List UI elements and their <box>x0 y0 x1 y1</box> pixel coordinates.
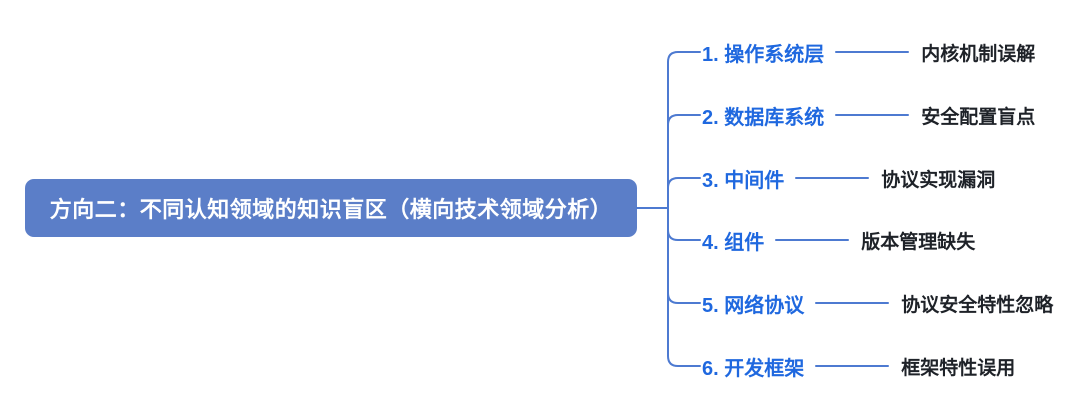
mindmap-root-node[interactable]: 方向二：不同认知领域的知识盲区（横向技术领域分析） <box>25 179 637 237</box>
branch-topic-operating-system[interactable]: 1. 操作系统层 <box>702 43 825 66</box>
branch-child-connector <box>795 177 870 179</box>
child-topic-version-management-missing[interactable]: 版本管理缺失 <box>861 231 976 253</box>
branch-row-network-protocol: 5. 网络协议 协议安全特性忽略 <box>702 289 1053 317</box>
branch-child-connector <box>775 239 850 241</box>
branch-topic-components[interactable]: 4. 组件 <box>702 231 765 254</box>
branch-row-components: 4. 组件 版本管理缺失 <box>702 226 975 254</box>
child-topic-protocol-security-ignored[interactable]: 协议安全特性忽略 <box>901 294 1054 316</box>
child-topic-kernel-misunderstanding[interactable]: 内核机制误解 <box>921 43 1036 65</box>
branch-row-database-system: 2. 数据库系统 安全配置盲点 <box>702 101 1035 129</box>
branch-topic-network-protocol[interactable]: 5. 网络协议 <box>702 294 805 317</box>
branch-child-connector <box>835 51 910 53</box>
branch-topic-database-system[interactable]: 2. 数据库系统 <box>702 106 825 129</box>
branch-child-connector <box>815 365 890 367</box>
branch-child-connector <box>815 302 890 304</box>
branch-row-operating-system: 1. 操作系统层 内核机制误解 <box>702 38 1035 66</box>
branch-topic-middleware[interactable]: 3. 中间件 <box>702 169 785 192</box>
branch-child-connector <box>835 114 910 116</box>
branch-row-middleware: 3. 中间件 协议实现漏洞 <box>702 164 995 192</box>
root-node-label: 方向二：不同认知领域的知识盲区（横向技术领域分析） <box>49 197 613 222</box>
child-topic-framework-feature-misuse[interactable]: 框架特性误用 <box>901 357 1016 379</box>
child-topic-protocol-implementation-flaw[interactable]: 协议实现漏洞 <box>881 169 996 191</box>
child-topic-security-config-blindspot[interactable]: 安全配置盲点 <box>921 106 1036 128</box>
branch-topic-dev-framework[interactable]: 6. 开发框架 <box>702 357 805 380</box>
branch-row-dev-framework: 6. 开发框架 框架特性误用 <box>702 352 1015 380</box>
connector-lines <box>636 51 701 367</box>
